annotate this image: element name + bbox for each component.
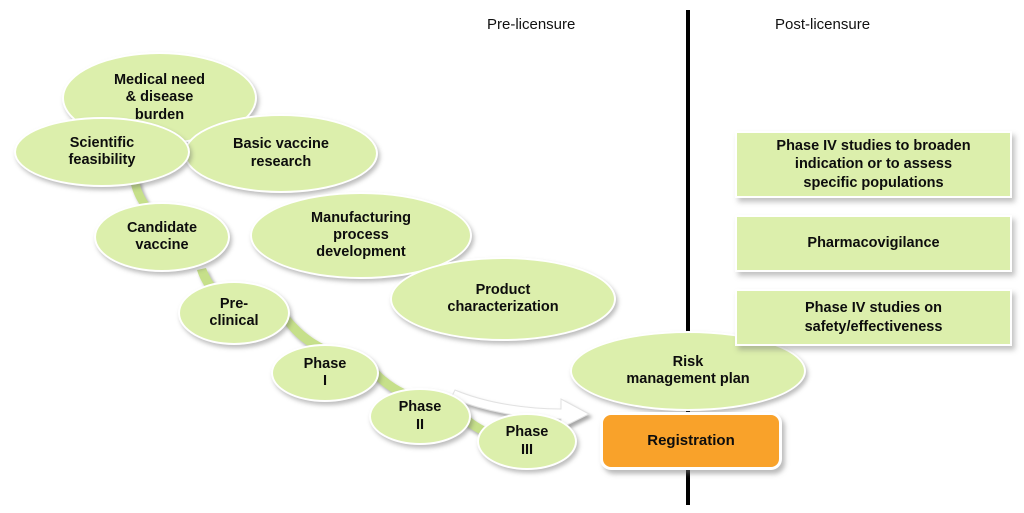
node-registration-label: Registration [647, 432, 735, 450]
pre-licensure-header: Pre-licensure [487, 16, 576, 33]
licensure-divider-bottom [686, 470, 690, 505]
post-licensure-header: Post-licensure [775, 16, 871, 33]
licensure-divider-top [686, 10, 690, 413]
node-pre-clinical-label: Pre-clinical [209, 295, 259, 329]
node-pre-clinical[interactable]: Pre-clinical [178, 281, 290, 345]
box-pharmacovigilance[interactable]: Pharmacovigilance [735, 215, 1012, 272]
node-registration[interactable]: Registration [600, 412, 782, 470]
box-pharmacovigilance-label: Pharmacovigilance [807, 235, 940, 252]
